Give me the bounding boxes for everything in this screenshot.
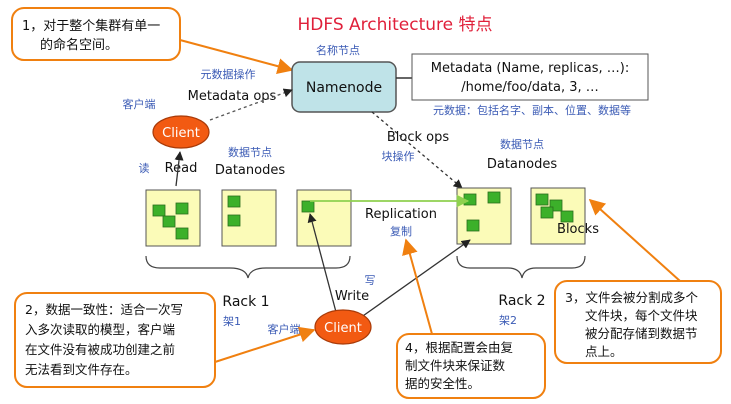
metadata-line-1: Metadata (Name, replicas, …): [431,61,630,76]
datanodes-right-caption: 数据节点 [500,137,544,151]
replication-label: Replication [365,207,437,222]
datanode-5 [530,187,586,245]
client-top-label: Client [162,126,200,141]
write-label: Write [335,289,369,304]
block [301,200,315,213]
write-arrow-left [307,213,337,313]
client-bottom-label: Client [324,321,362,336]
namenode: Namenode [291,61,397,113]
datanodes-left-label: Datanodes [215,163,285,178]
svg-text:3，文件会被分割成多个 文件块，每个文件块: 3，文件会被分割成多个 文件块，每个文件块 被分配存储到数据节 点上。 [565,290,702,359]
block [466,219,480,232]
rack2-caption: 架2 [499,314,517,327]
svg-text:4，根据配置会由复 制文件块来保证数: 4，根据配置会由复 制文件块来保证数 据的安全性。 [405,340,517,391]
block [152,204,166,217]
namenode-label: Namenode [306,80,382,96]
callout-1-line-1: 1，对于整个集群有单一 [22,18,160,34]
block [175,202,189,215]
metadata-ops-label: Metadata ops [188,89,277,104]
write-arrow-right [359,239,471,319]
replication-caption: 复制 [390,224,412,238]
block [227,195,241,208]
block [175,227,189,240]
datanode-3 [296,189,352,247]
callout-4-line-3: 据的安全性。 [405,376,480,391]
blocks-label: Blocks [557,222,599,237]
svg-text:2，数据一致性：适合一次写 入多次读取的模型，客: 2，数据一致性：适合一次写 入多次读取的模型，客户端 在文件没有被成功创建之前 … [25,302,187,377]
namenode-caption: 名称节点 [316,43,360,57]
callout-1: 1，对于整个集群有单一 的命名空间。 [11,7,294,75]
callout-2-line-2: 入多次读取的模型，客户端 [25,322,175,337]
block-ops-label: Block ops [387,130,449,145]
callout-3-line-2: 文件块，每个文件块 [585,308,698,323]
read-arrow [174,151,184,187]
callout-2-line-1: 2，数据一致性：适合一次写 [25,302,183,317]
block [540,206,554,219]
callout-3: 3，文件会被分割成多个 文件块，每个文件块 被分配存储到数据节 点上。 [554,198,722,364]
callout-2-line-3: 在文件没有被成功创建之前 [25,342,175,357]
block-ops-arrow [371,111,463,189]
rack2-brace [456,255,586,279]
callout-2-line-4: 无法看到文件存在。 [25,362,138,377]
datanodes-right-label: Datanodes [487,157,557,172]
svg-text:1，对于整个集群有单一 的命名空间。: 1，对于整个集群有单一 的命名空间。 [22,18,164,53]
write-caption: 写 [365,274,376,287]
datanode-4 [456,187,512,245]
block [162,215,176,228]
client-top-caption: 客户端 [123,97,156,111]
rack1-brace [145,255,351,279]
callout-3-line-3: 被分配存储到数据节 [585,326,698,341]
datanode-2 [221,189,277,247]
datanode-1 [145,189,201,247]
metadata-caption: 元数据：包括名字、副本、位置、数据等 [433,103,631,117]
metadata-line-2: /home/foo/data, 3, … [461,80,599,95]
block [560,210,574,223]
client-bottom: Client [314,309,372,345]
callout-4: 4，根据配置会由复 制文件块来保证数 据的安全性。 [396,238,546,399]
block-ops-caption: 块操作 [382,149,415,163]
metadata-ops-caption: 元数据操作 [201,67,256,81]
block [487,191,501,204]
callout-2: 2，数据一致性：适合一次写 入多次读取的模型，客户端 在文件没有被成功创建之前 … [14,292,316,388]
callout-3-line-1: 3，文件会被分割成多个 [565,290,698,305]
rack2-label: Rack 2 [498,293,545,309]
read-caption: 读 [139,161,150,175]
metadata-ops-arrow [209,88,293,121]
block [227,214,241,227]
block [549,199,563,212]
callout-3-line-4: 点上。 [585,344,623,359]
datanodes-left-caption: 数据节点 [228,145,272,159]
callout-4-line-2: 制文件块来保证数 [405,358,506,373]
block [463,193,477,206]
block [535,193,549,206]
rack1-label: Rack 1 [222,294,269,310]
callout-1-line-2: 的命名空间。 [40,37,118,53]
client-bottom-caption: 客户端 [268,322,301,336]
diagram-title: HDFS Architecture 特点 [297,15,492,35]
client-top: Client [152,115,210,149]
rack1-caption: 架1 [223,315,241,328]
read-label: Read [165,161,198,176]
callout-4-line-1: 4，根据配置会由复 [405,340,513,355]
metadata-box: Metadata (Name, replicas, …): /home/foo/… [411,53,649,101]
